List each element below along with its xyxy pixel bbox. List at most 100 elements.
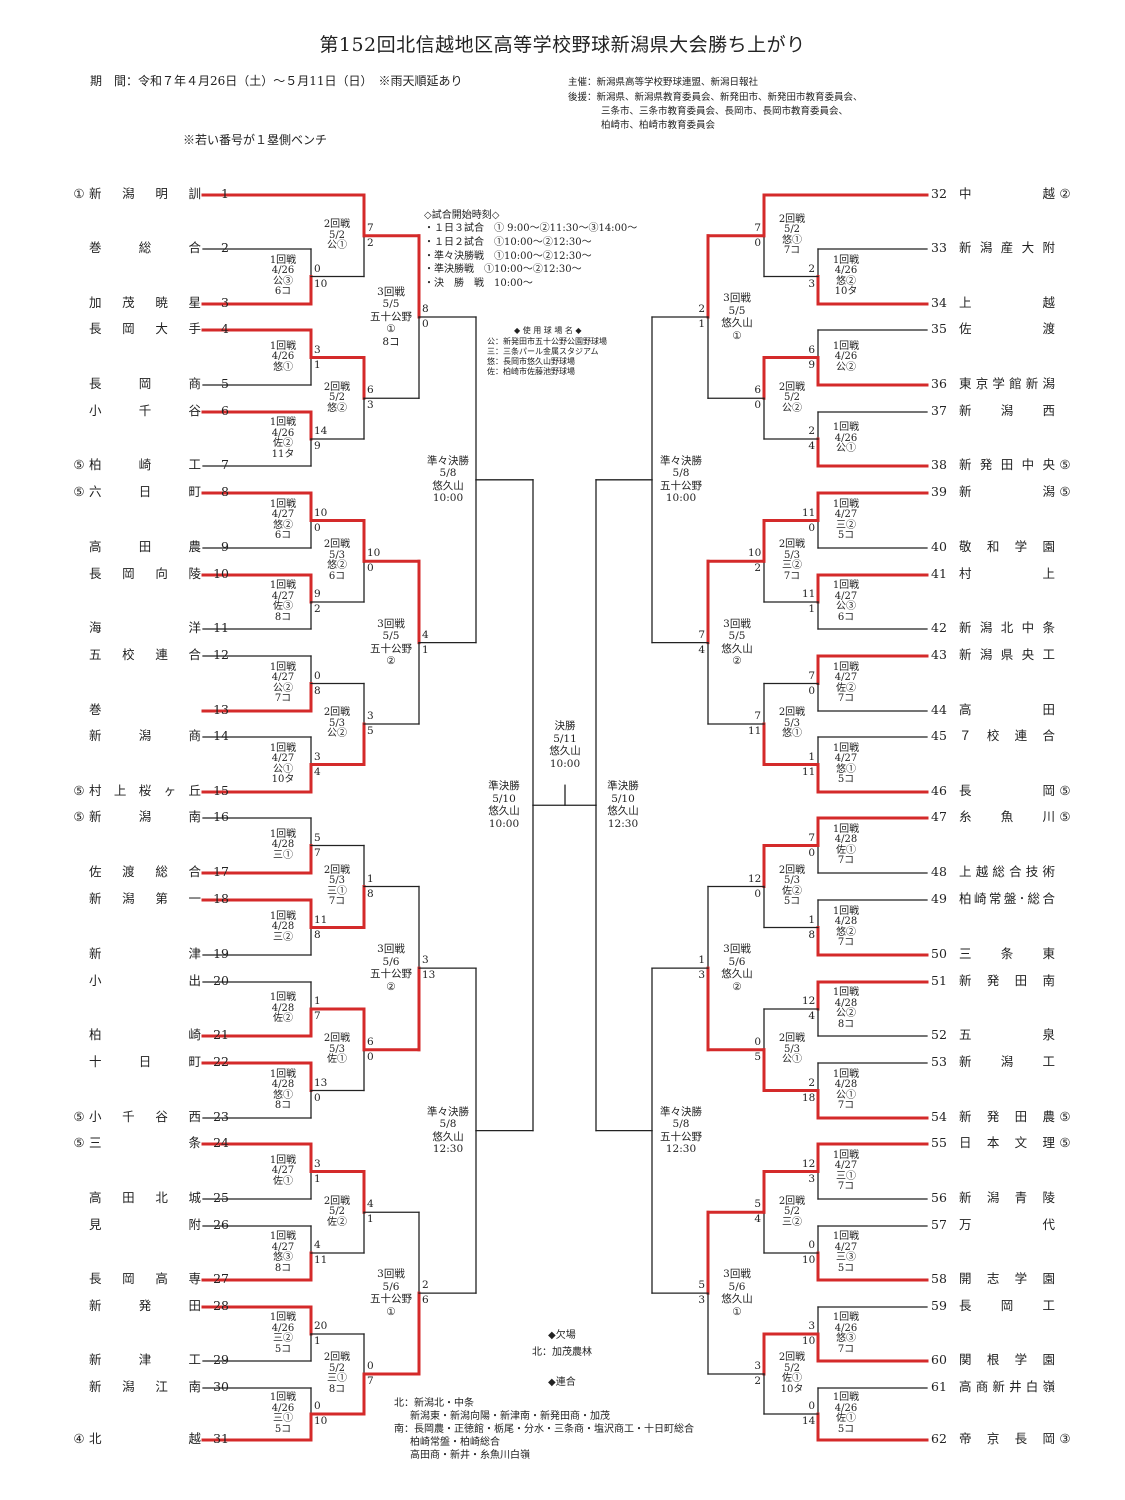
round-label: 2回戦 5/2 佐② [323, 1195, 351, 1228]
round-label: 1回戦 4/26 悠③ 7コ [832, 1312, 860, 1355]
team-name: 巻 [89, 702, 102, 717]
score-top: 3 [314, 1157, 321, 1170]
team-number: 1 [221, 186, 229, 201]
score-bottom: 1 [808, 603, 815, 615]
score-top: 13 [314, 1076, 328, 1089]
score-top: 11 [314, 913, 328, 926]
score-top: 3 [808, 1320, 815, 1332]
round-label: 2回戦 5/3 悠① [778, 707, 806, 740]
score-bottom: 6 [422, 1294, 429, 1307]
score-bottom: 0 [367, 1050, 374, 1063]
score-bottom: 8 [808, 928, 815, 941]
team-number: 18 [213, 891, 229, 906]
team-number: 16 [213, 809, 229, 824]
seed-badge: ⑤ [73, 809, 85, 824]
team-number: 56 [931, 1190, 947, 1205]
score-bottom: 3 [808, 277, 815, 290]
score-bottom: 0 [367, 562, 374, 575]
organizer-support-3: 柏崎市、柏崎市教育委員会 [601, 120, 716, 131]
score-bottom: 0 [808, 846, 815, 859]
team-name: 村上 [959, 566, 1055, 581]
team-name: 新発田中央 [959, 457, 1055, 472]
round-label: 3回戦 5/5 悠久山 ① [721, 292, 753, 342]
score-bottom: 11 [802, 765, 816, 778]
venue-4: 佐：柏崎市佐藤池野球場 [487, 367, 575, 376]
absent-title: ◆欠場 [548, 1330, 576, 1341]
score-top: 0 [808, 1239, 815, 1251]
round-label: 3回戦 5/6 悠久山 ② [721, 943, 753, 993]
team-name: 上越総合技術 [959, 864, 1055, 879]
round-label: 1回戦 4/28 佐② [269, 992, 297, 1025]
team-name: 小出 [89, 973, 201, 988]
score-top: 14 [314, 425, 328, 437]
score-bottom: 0 [422, 318, 429, 330]
score-top: 4 [314, 1239, 321, 1251]
team-number: 39 [931, 484, 947, 499]
round-label: 2回戦 5/3 佐② 5コ [778, 864, 806, 907]
team-number: 51 [931, 973, 947, 988]
team-name: 柏崎常盤･総合 [959, 891, 1055, 906]
score-top: 7 [808, 831, 815, 844]
team-number: 33 [931, 240, 947, 255]
score-top: 3 [314, 750, 321, 763]
score-top: 1 [314, 995, 321, 1007]
score-top: 7 [808, 669, 815, 682]
round-label: 準々決勝 5/8 五十公野 10:00 [660, 454, 702, 505]
score-top: 12 [802, 1157, 816, 1170]
round-label: 準決勝 5/10 悠久山 12:30 [607, 780, 639, 830]
page-title: 第152回北信越地区高等学校野球新潟県大会勝ち上がり [319, 34, 806, 56]
team-name: 上越 [959, 295, 1055, 310]
team-name: ７校連合 [959, 728, 1055, 743]
seed-badge: ③ [1059, 1431, 1071, 1446]
team-name: 五泉 [959, 1027, 1055, 1042]
round-label: 2回戦 5/3 佐① [323, 1033, 351, 1065]
score-bottom: 10 [802, 1335, 816, 1347]
team-name: 新潟 [959, 484, 1055, 499]
organizer-support-2: 三条市、三条市教育委員会、長岡市、長岡市教育委員会、 [601, 106, 849, 117]
seed-badge: ② [1059, 186, 1071, 201]
team-number: 2 [221, 240, 229, 255]
score-top: 8 [422, 303, 429, 315]
round-label: 1回戦 4/26 悠① [269, 340, 297, 373]
team-number: 30 [213, 1379, 229, 1394]
score-bottom: 0 [754, 236, 761, 249]
score-bottom: 18 [802, 1091, 816, 1104]
seed-badge: ⑤ [73, 1109, 85, 1124]
score-top: 1 [698, 954, 705, 967]
team-number: 31 [213, 1431, 229, 1446]
score-top: 0 [808, 1400, 815, 1412]
score-bottom: 1 [698, 318, 705, 330]
team-name: 高田北城 [89, 1190, 201, 1205]
round-label: 2回戦 5/2 公② [778, 381, 806, 414]
round-label: 1回戦 4/27 佐② 7コ [832, 661, 860, 704]
round-label: 1回戦 4/27 悠② 6コ [269, 498, 297, 541]
score-top: 10 [748, 547, 762, 560]
team-name: 柏崎工 [89, 457, 201, 472]
combined-line-4: 柏崎常盤・柏崎総合 [410, 1437, 500, 1448]
period-text: 期 間：令和７年４月26日（土）～５月11日（日） ※雨天順延あり [90, 74, 463, 88]
score-bottom: 2 [754, 562, 761, 575]
team-number: 42 [931, 620, 947, 635]
team-number: 49 [931, 891, 947, 906]
team-number: 28 [213, 1298, 229, 1313]
score-top: 7 [754, 710, 761, 722]
round-label: 1回戦 4/27 三① 7コ [832, 1149, 860, 1192]
score-bottom: 4 [754, 1213, 761, 1226]
team-number: 17 [213, 864, 229, 879]
score-top: 3 [422, 954, 429, 967]
start-times-title: ◇試合開始時刻◇ [424, 210, 500, 221]
